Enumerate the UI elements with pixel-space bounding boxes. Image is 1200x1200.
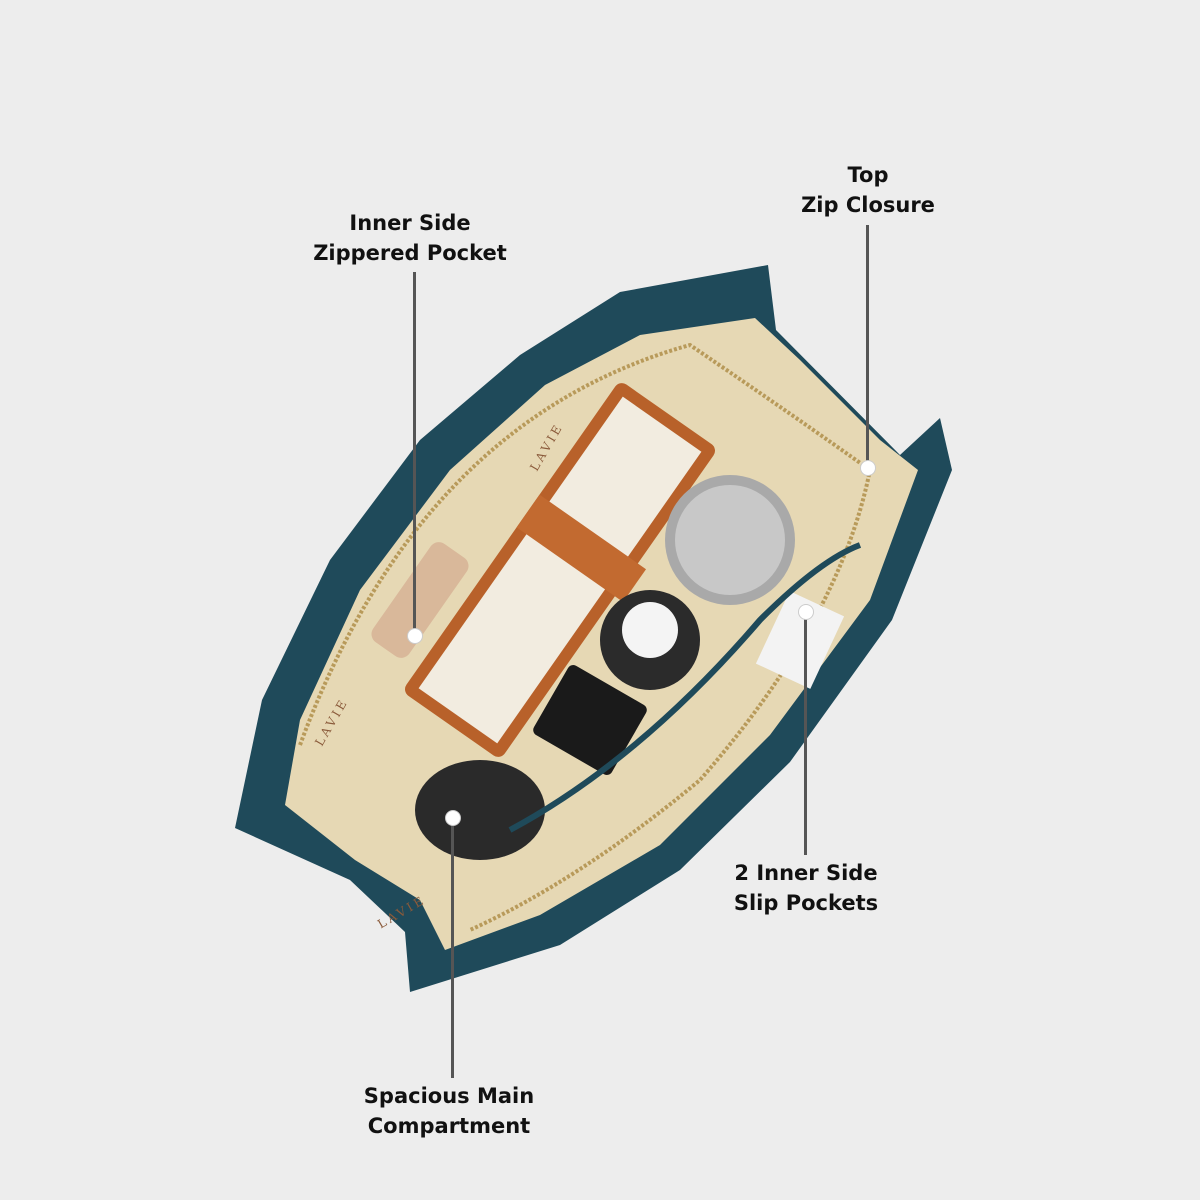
leader-line bbox=[866, 225, 869, 468]
callout-text: Zippered Pocket bbox=[313, 241, 507, 265]
leader-line bbox=[804, 612, 807, 855]
slip-pocket-edge bbox=[508, 542, 862, 833]
phone bbox=[371, 542, 469, 658]
callout-inner-side-zippered-pocket: Inner Side Zippered Pocket bbox=[313, 208, 507, 268]
callout-text: Inner Side bbox=[349, 211, 471, 235]
callout-dot bbox=[860, 460, 876, 476]
pouch bbox=[415, 760, 545, 860]
callout-text: Slip Pockets bbox=[733, 891, 879, 915]
leader-line bbox=[413, 272, 416, 634]
perfume bbox=[533, 665, 647, 775]
callout-top-zip-closure: Top Zip Closure bbox=[801, 160, 935, 220]
top-zipper bbox=[298, 342, 873, 932]
callout-text: Compartment bbox=[367, 1114, 531, 1138]
callout-dot bbox=[445, 810, 461, 826]
callout-dot bbox=[407, 628, 423, 644]
callout-spacious-main-compartment: Spacious Main Compartment bbox=[364, 1081, 534, 1141]
callout-text: Top bbox=[847, 163, 889, 187]
callout-inner-side-slip-pockets: 2 Inner Side Slip Pockets bbox=[734, 858, 878, 918]
leader-line bbox=[451, 818, 454, 1078]
callout-text: Spacious Main bbox=[363, 1084, 535, 1108]
callout-text: 2 Inner Side bbox=[734, 861, 878, 885]
callout-dot bbox=[798, 604, 814, 620]
callout-text: Zip Closure bbox=[801, 193, 935, 217]
